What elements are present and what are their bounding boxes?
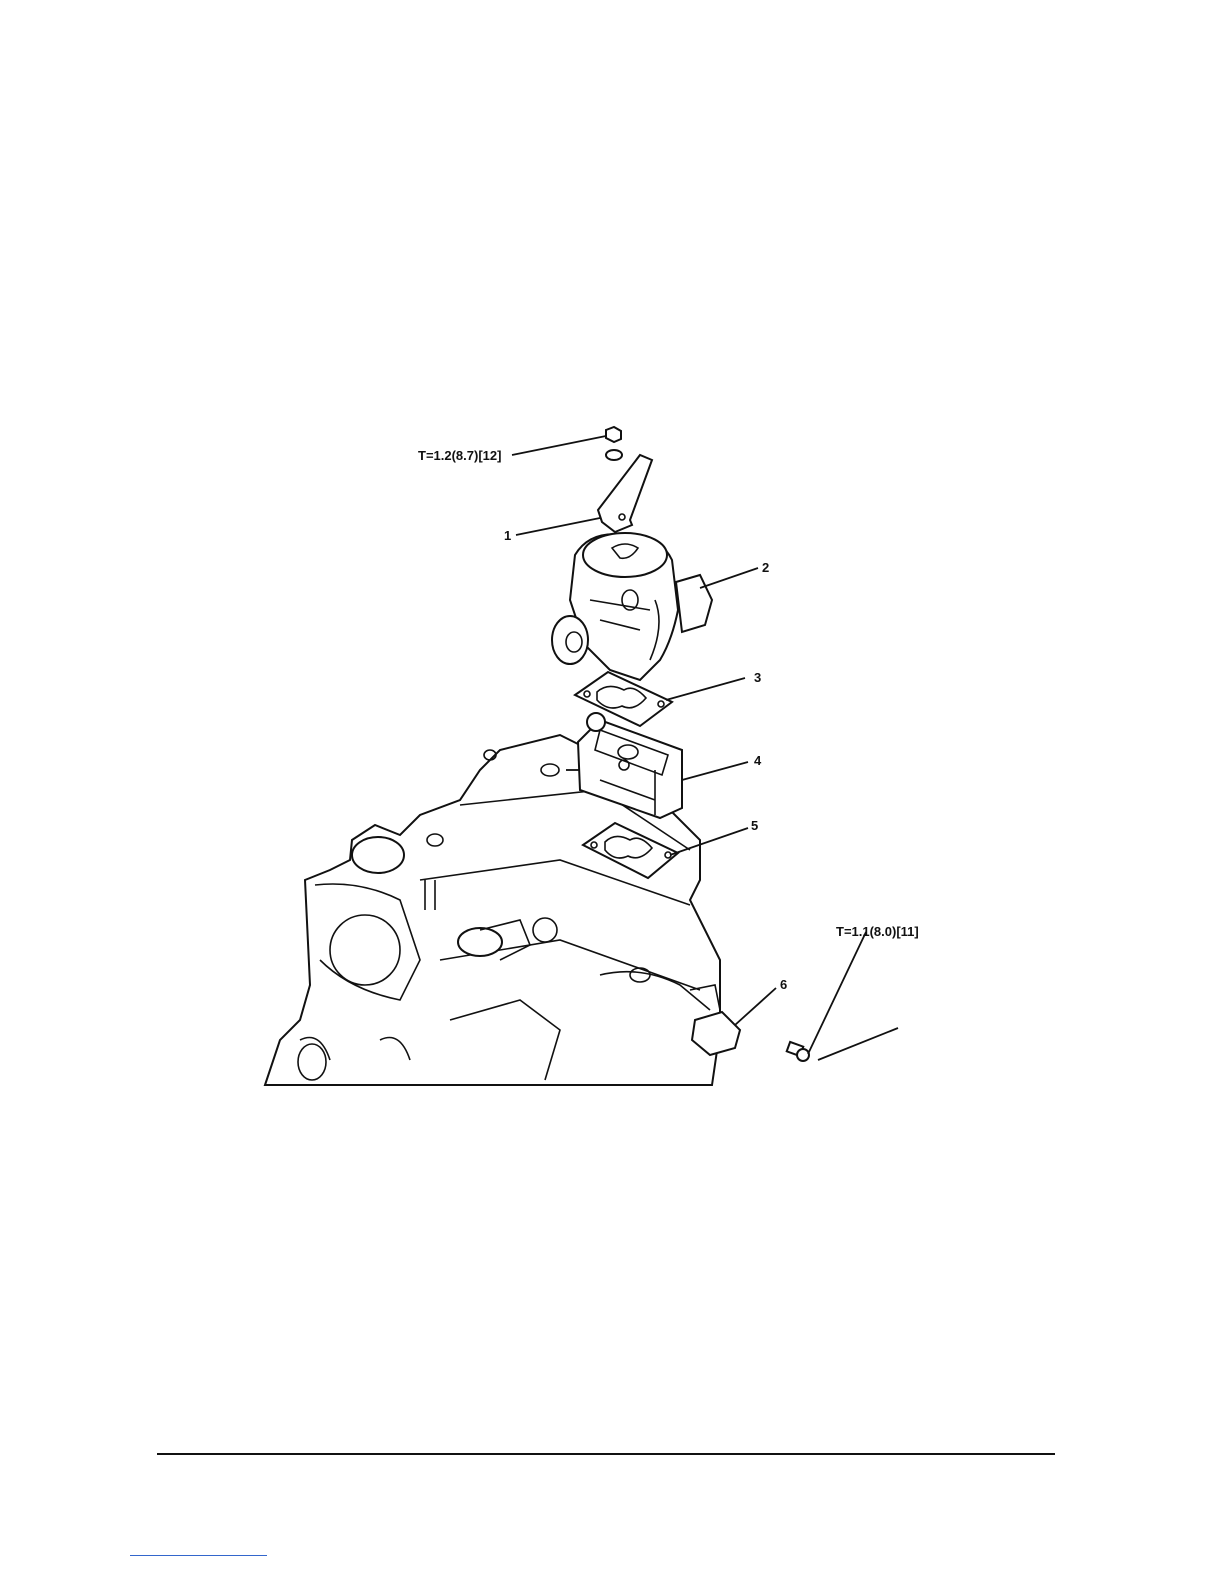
footer-link-underline[interactable]: [130, 1555, 267, 1556]
callout-2: 2: [762, 560, 769, 575]
part-2-carburetor: [552, 533, 712, 680]
bolt-lower: [787, 1042, 809, 1061]
callout-4: 4: [754, 753, 762, 768]
footer-divider: [157, 1453, 1055, 1455]
nut-washer: [606, 427, 622, 460]
callout-5: 5: [751, 818, 758, 833]
torque-label-upper: T=1.2(8.7)[12]: [418, 448, 501, 463]
torque-label-lower: T=1.1(8.0)[11]: [836, 924, 919, 939]
callout-3: 3: [754, 670, 761, 685]
callout-6: 6: [780, 977, 787, 992]
callout-1: 1: [504, 528, 511, 543]
part-1-bracket: [598, 455, 652, 532]
